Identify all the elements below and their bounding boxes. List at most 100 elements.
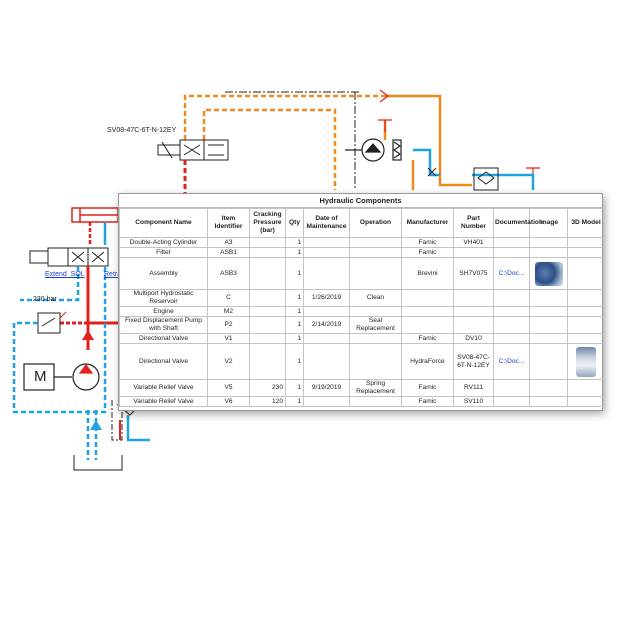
motor-photo-icon[interactable] (534, 261, 563, 286)
cell-component-name: Variable Relief Valve (119, 396, 208, 407)
cell-part-number (453, 247, 494, 258)
solenoid-valve-icon (157, 139, 229, 161)
components-table-window[interactable]: Hydraulic Components Component Name Item… (118, 193, 605, 411)
cell-item-identifier: C (207, 289, 250, 307)
cell-manufacturer (401, 316, 454, 334)
cell-image (529, 316, 568, 334)
cell-date-maintenance: 2/14/2019 (303, 316, 350, 334)
cell-cracking-pressure (249, 289, 286, 307)
cell-item-identifier: V1 (207, 333, 250, 344)
cell-date-maintenance: 9/19/2019 (303, 379, 350, 397)
cell-cracking-pressure (249, 333, 286, 344)
cell-date-maintenance (303, 247, 350, 258)
cell-qty: 1 (285, 247, 304, 258)
cell-date-maintenance: 1/26/2019 (303, 289, 350, 307)
pilot-lines (183, 94, 385, 190)
cell-cracking-pressure: 230 (249, 379, 286, 397)
cell-cracking-pressure (249, 343, 286, 380)
pressure-label: 230 bar (33, 296, 57, 303)
cell-part-number (453, 306, 494, 317)
retract-link[interactable]: Retrac (104, 271, 125, 278)
cell-image (529, 333, 568, 344)
cell-3d-model (567, 306, 605, 317)
cell-image (529, 306, 568, 317)
cell-cracking-pressure (249, 316, 286, 334)
col-cracking-pressure[interactable]: Cracking Pressure (bar) (249, 208, 286, 238)
cell-operation: Clean (349, 289, 402, 307)
cell-item-identifier: V5 (207, 379, 250, 397)
col-component-name[interactable]: Component Name (119, 208, 208, 238)
cell-3d-model (567, 237, 605, 248)
cylinder-lines (88, 222, 107, 245)
cell-documentation[interactable]: C:\Doc... (493, 257, 530, 290)
cell-part-number: VH401 (453, 237, 494, 248)
cell-qty: 1 (285, 333, 304, 344)
cell-3d-model (567, 333, 605, 344)
cell-date-maintenance (303, 306, 350, 317)
cell-manufacturer: Famic (401, 396, 454, 407)
cell-operation (349, 396, 402, 407)
cell-operation (349, 247, 402, 258)
cell-qty: 1 (285, 316, 304, 334)
cell-item-identifier: V6 (207, 396, 250, 407)
col-part-number[interactable]: Part Number (453, 208, 494, 238)
cell-manufacturer: Famic (401, 379, 454, 397)
cell-3d-model (567, 379, 605, 397)
cell-component-name: Directional Valve (119, 343, 208, 380)
cell-manufacturer (401, 289, 454, 307)
cell-operation (349, 257, 402, 290)
cell-component-name: Assembly (119, 257, 208, 290)
tank-icon (73, 400, 123, 471)
cell-manufacturer: Famic (401, 247, 454, 258)
col-3d-model[interactable]: 3D Model (567, 208, 605, 238)
reservoir-icon (378, 119, 540, 180)
col-manufacturer[interactable]: Manufacturer (401, 208, 454, 238)
flow-arrow-icon-2 (90, 420, 102, 430)
cell-documentation[interactable]: C:\Doc... (493, 343, 530, 380)
cell-manufacturer: Brevini (401, 257, 454, 290)
cell-cracking-pressure (249, 247, 286, 258)
cell-cracking-pressure: 120 (249, 396, 286, 407)
cell-component-name: Directional Valve (119, 333, 208, 344)
cell-image (529, 289, 568, 307)
valve-3d-model-icon[interactable] (576, 346, 596, 377)
cell-documentation (493, 306, 530, 317)
cell-qty: 1 (285, 257, 304, 290)
cell-item-identifier: P2 (207, 316, 250, 334)
cell-image (529, 237, 568, 248)
col-item-identifier[interactable]: Item Identifier (207, 208, 250, 238)
cell-documentation (493, 237, 530, 248)
cell-image (529, 396, 568, 407)
cell-documentation (493, 247, 530, 258)
cell-3d-model (567, 343, 605, 380)
col-operation[interactable]: Operation (349, 208, 402, 238)
return-lines-dashed (12, 266, 107, 460)
cell-item-identifier: M2 (207, 306, 250, 317)
cell-item-identifier: ASB3 (207, 257, 250, 290)
pump-icon (72, 363, 100, 391)
col-qty[interactable]: Qty (285, 208, 304, 238)
cell-part-number (453, 289, 494, 307)
cell-date-maintenance (303, 396, 350, 407)
cell-part-number (453, 316, 494, 334)
cell-3d-model (567, 257, 605, 290)
col-documentation[interactable]: Documentation (493, 208, 543, 238)
cell-operation: Seal Replacement (349, 316, 402, 334)
cell-manufacturer (401, 306, 454, 317)
cell-documentation (493, 316, 530, 334)
col-date-maintenance[interactable]: Date of Maintenance (303, 208, 350, 238)
cylinder-icon (71, 207, 119, 223)
extend-sol-link[interactable]: Extend_SOL (45, 271, 85, 278)
cell-image (529, 247, 568, 258)
valve-top-label: SV08-47C-6T-N-12EY (107, 127, 177, 134)
